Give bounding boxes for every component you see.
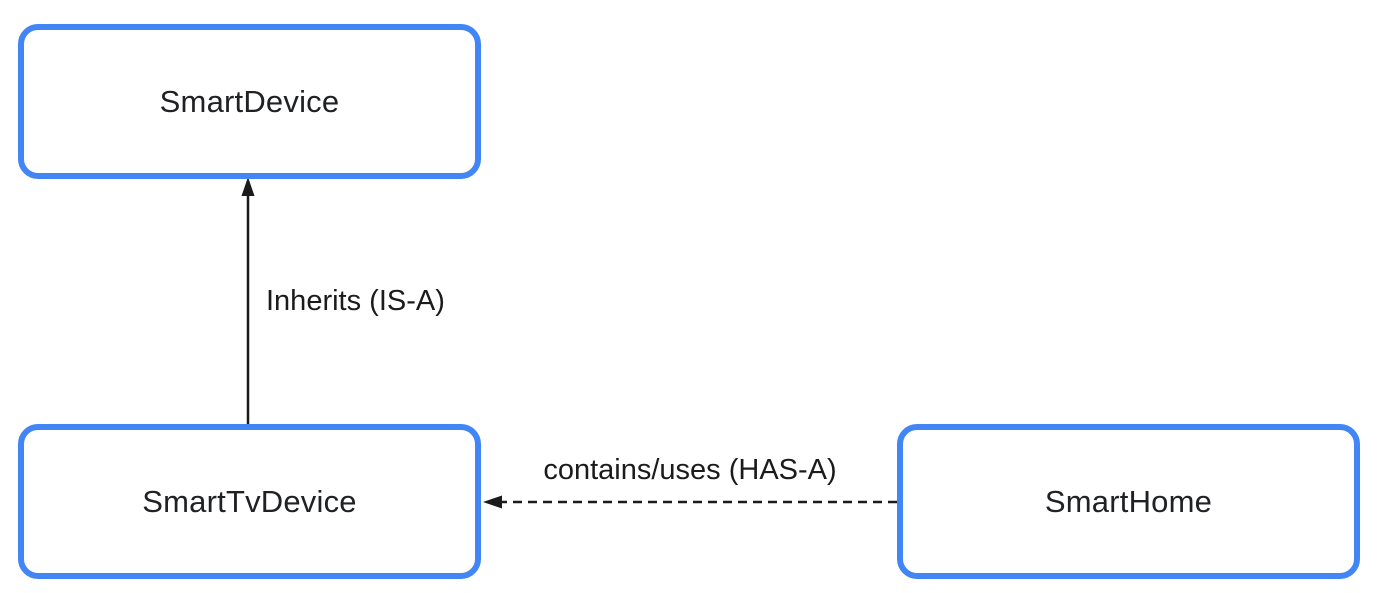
edge-label-contains-uses: contains/uses (HAS-A) <box>543 454 837 486</box>
node-smart-home: SmartHome <box>897 424 1360 579</box>
edge-label-inherits: Inherits (IS-A) <box>266 285 445 317</box>
node-smart-tv-device-label: SmartTvDevice <box>142 483 357 519</box>
node-smart-device: SmartDevice <box>18 24 481 179</box>
inheritance-arrow <box>241 177 255 424</box>
node-smart-tv-device: SmartTvDevice <box>18 424 481 579</box>
node-smart-device-label: SmartDevice <box>159 83 340 119</box>
composition-arrow <box>483 495 897 509</box>
node-smart-home-label: SmartHome <box>1044 483 1213 519</box>
